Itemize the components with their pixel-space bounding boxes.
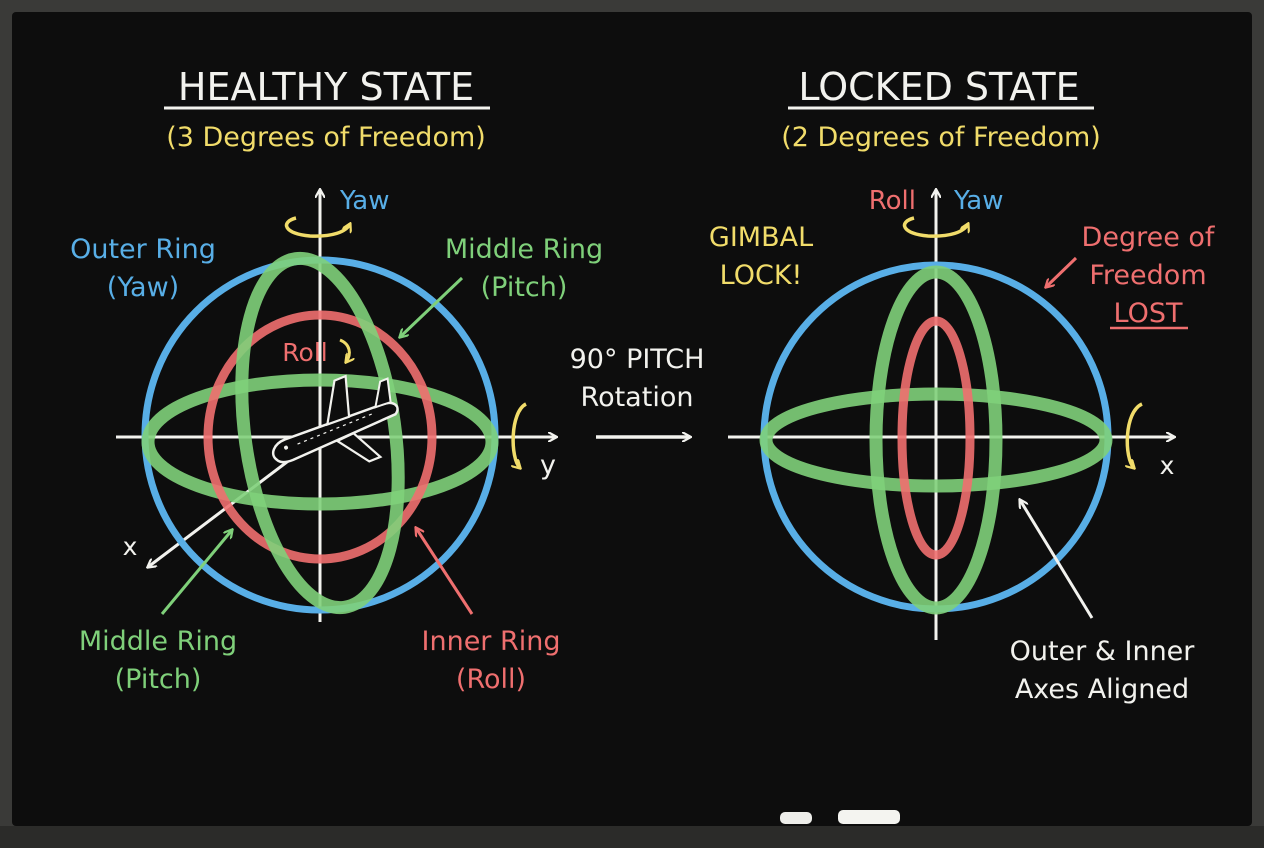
healthy-subtitle: (3 Degrees of Freedom) <box>166 122 486 153</box>
locked-yaw-rotation-arrow <box>902 216 968 238</box>
healthy-yaw-rotation-arrow <box>284 216 350 238</box>
dof-lost-pointer <box>1046 256 1078 287</box>
dof-lost-label-3: LOST <box>1114 298 1183 329</box>
middle-ring-bottom-sublabel: (Pitch) <box>115 664 202 695</box>
board-surface <box>12 12 1252 826</box>
middle-ring-bottom-pointer <box>160 530 232 615</box>
dof-lost-label-2: Freedom <box>1089 260 1206 291</box>
healthy-inner-ring <box>203 310 437 564</box>
axes-aligned-label: Outer & Inner <box>1010 636 1196 667</box>
chalk-tray <box>0 826 1264 848</box>
gimbal-lock-sublabel: LOCK! <box>720 260 803 291</box>
chalk-piece <box>838 810 900 824</box>
middle-ring-top-sublabel: (Pitch) <box>481 272 568 303</box>
inner-ring-sublabel: (Roll) <box>456 664 526 695</box>
airplane-icon <box>271 374 399 464</box>
transition-sublabel: Rotation <box>581 382 694 413</box>
chalk-piece <box>780 812 812 824</box>
inner-ring-pointer <box>416 528 474 615</box>
middle-ring-top-pointer <box>400 276 464 337</box>
healthy-roll-rotation-arrow <box>339 338 349 362</box>
inner-ring-label: Inner Ring <box>422 626 561 657</box>
healthy-y-rotation-arrow <box>513 402 528 468</box>
transition-label: 90° PITCH <box>570 344 705 375</box>
healthy-gimbal <box>116 190 556 622</box>
axes-aligned-sublabel: Axes Aligned <box>1015 674 1189 705</box>
locked-inner-ring <box>897 316 975 560</box>
locked-middle-ring-horizontal <box>759 387 1113 493</box>
healthy-middle-ring-horizontal <box>141 373 499 511</box>
middle-ring-top-label: Middle Ring <box>445 234 603 265</box>
dof-lost-label: Degree of <box>1082 222 1216 253</box>
gimbal-lock-label: GIMBAL <box>709 222 813 253</box>
healthy-title: HEALTHY STATE <box>178 65 474 109</box>
locked-subtitle: (2 Degrees of Freedom) <box>781 122 1101 153</box>
middle-ring-bottom-label: Middle Ring <box>79 626 237 657</box>
locked-yaw-label: Yaw <box>953 186 1004 216</box>
locked-middle-ring-vertical <box>869 265 1003 615</box>
outer-ring-label: Outer Ring <box>70 234 216 265</box>
locked-roll-label: Roll <box>869 186 916 216</box>
healthy-y-axis-label: y <box>540 450 556 481</box>
locked-gimbal <box>728 190 1174 640</box>
healthy-middle-ring-vertical <box>235 251 405 615</box>
axes-aligned-pointer <box>1020 500 1094 619</box>
locked-x-rotation-arrow <box>1127 402 1143 468</box>
locked-x-axis-label: x <box>1160 451 1175 480</box>
locked-title: LOCKED STATE <box>798 65 1079 109</box>
healthy-roll-label: Roll <box>282 338 327 367</box>
healthy-yaw-label: Yaw <box>339 186 390 216</box>
healthy-x-axis-label: x <box>123 532 138 561</box>
outer-ring-sublabel: (Yaw) <box>107 272 179 303</box>
